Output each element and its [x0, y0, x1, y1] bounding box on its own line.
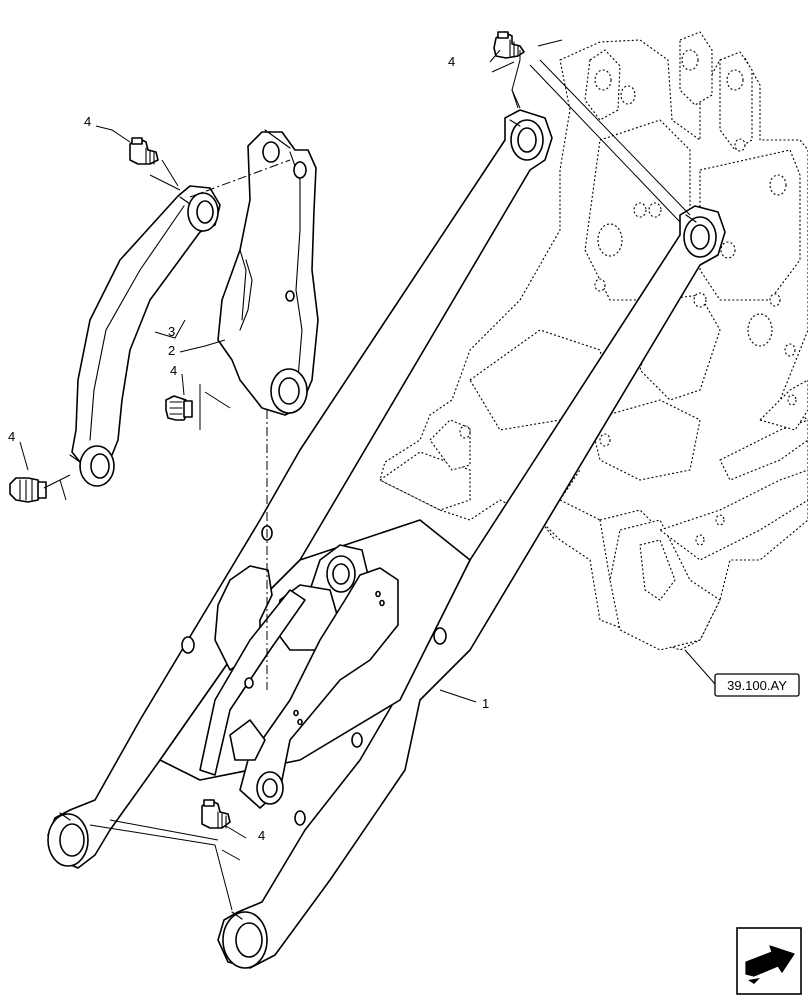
callout-4-link: 4	[170, 363, 177, 378]
next-page-arrow-icon[interactable]	[736, 927, 802, 995]
reference-link[interactable]: 39.100.AY	[714, 673, 800, 697]
link-plate	[217, 129, 319, 416]
callout-3: 3	[168, 324, 175, 339]
pivot-bracket	[199, 544, 399, 809]
callout-labels: 1 2 3 4 4 4 4 4	[8, 54, 489, 843]
callout-4-top-right: 4	[448, 54, 455, 69]
grease-fitting-link	[165, 395, 193, 421]
callout-4-rod-bottom: 4	[8, 429, 15, 444]
reference-label[interactable]: 39.100.AY	[727, 678, 787, 693]
grease-fitting-top-right	[493, 31, 525, 59]
grease-fitting-arm-lower	[201, 799, 231, 829]
assembly-centerlines	[89, 59, 691, 911]
callout-1: 1	[482, 696, 489, 711]
ghost-frame	[379, 31, 808, 651]
callout-4-arm-lower: 4	[258, 828, 265, 843]
connecting-rod	[69, 185, 221, 487]
callout-leaders	[19, 39, 716, 861]
grease-fitting-rod-bottom	[9, 477, 47, 503]
callout-2: 2	[168, 343, 175, 358]
grease-fitting-rod-top	[129, 137, 159, 165]
callout-4-rod-top: 4	[84, 114, 91, 129]
